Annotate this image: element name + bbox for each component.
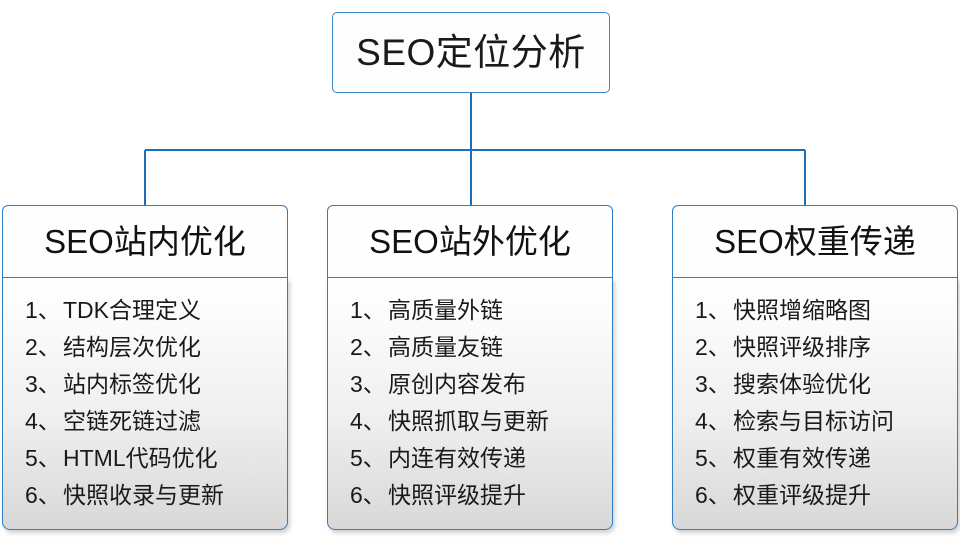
- list-item-label: 快照收录与更新: [63, 482, 224, 508]
- list-item: 4、 空链死链过滤: [25, 403, 287, 440]
- list-item-label: HTML代码优化: [63, 445, 218, 471]
- list-item: 5、 权重有效传递: [695, 440, 957, 477]
- list-item-label: 高质量外链: [388, 297, 503, 323]
- list-item: 5、 HTML代码优化: [25, 440, 287, 477]
- branch-header-label: SEO权重传递: [714, 223, 916, 260]
- list-item-label: 快照抓取与更新: [388, 408, 549, 434]
- list-item-label: 权重有效传递: [733, 445, 871, 471]
- list-item-label: 检索与目标访问: [733, 408, 894, 434]
- root-node: SEO定位分析: [332, 12, 610, 93]
- list-item-index: 4、: [695, 408, 731, 434]
- list-item-index: 1、: [350, 297, 386, 323]
- branch-header-on-site: SEO站内优化: [2, 205, 288, 278]
- root-node-label: SEO定位分析: [356, 32, 586, 73]
- list-item-index: 3、: [695, 371, 731, 397]
- list-item-label: 搜索体验优化: [733, 371, 871, 397]
- list-item-index: 6、: [25, 482, 61, 508]
- item-list-weight-transfer: 1、 快照增缩略图 2、 快照评级排序 3、 搜索体验优化 4、 检索与目标访问…: [673, 292, 957, 514]
- branch-on-site: SEO站内优化 1、 TDK合理定义 2、 结构层次优化 3、 站内标签优化 4…: [2, 205, 288, 530]
- list-item: 3、 搜索体验优化: [695, 366, 957, 403]
- list-item: 5、 内连有效传递: [350, 440, 612, 477]
- list-item: 6、 快照评级提升: [350, 477, 612, 514]
- list-item: 4、 快照抓取与更新: [350, 403, 612, 440]
- list-item-index: 5、: [695, 445, 731, 471]
- list-item-label: 权重评级提升: [733, 482, 871, 508]
- list-item: 4、 检索与目标访问: [695, 403, 957, 440]
- list-item-index: 3、: [25, 371, 61, 397]
- branch-body-weight-transfer: 1、 快照增缩略图 2、 快照评级排序 3、 搜索体验优化 4、 检索与目标访问…: [672, 278, 958, 530]
- list-item-label: 站内标签优化: [63, 371, 201, 397]
- list-item-label: TDK合理定义: [63, 297, 201, 323]
- list-item-index: 6、: [350, 482, 386, 508]
- branch-header-off-site: SEO站外优化: [327, 205, 613, 278]
- list-item-index: 6、: [695, 482, 731, 508]
- item-list-off-site: 1、 高质量外链 2、 高质量友链 3、 原创内容发布 4、 快照抓取与更新 5…: [328, 292, 612, 514]
- branch-header-label: SEO站内优化: [44, 223, 246, 260]
- list-item-index: 5、: [350, 445, 386, 471]
- list-item: 3、 站内标签优化: [25, 366, 287, 403]
- list-item-index: 5、: [25, 445, 61, 471]
- list-item-label: 结构层次优化: [63, 334, 201, 360]
- list-item-label: 快照增缩略图: [733, 297, 871, 323]
- list-item-index: 2、: [350, 334, 386, 360]
- list-item-index: 4、: [350, 408, 386, 434]
- list-item: 6、 权重评级提升: [695, 477, 957, 514]
- list-item-label: 空链死链过滤: [63, 408, 201, 434]
- list-item-label: 原创内容发布: [388, 371, 526, 397]
- list-item-label: 高质量友链: [388, 334, 503, 360]
- list-item: 6、 快照收录与更新: [25, 477, 287, 514]
- branch-body-on-site: 1、 TDK合理定义 2、 结构层次优化 3、 站内标签优化 4、 空链死链过滤…: [2, 278, 288, 530]
- list-item-index: 3、: [350, 371, 386, 397]
- list-item: 2、 快照评级排序: [695, 329, 957, 366]
- list-item: 2、 结构层次优化: [25, 329, 287, 366]
- branch-header-label: SEO站外优化: [369, 223, 571, 260]
- list-item: 1、 高质量外链: [350, 292, 612, 329]
- item-list-on-site: 1、 TDK合理定义 2、 结构层次优化 3、 站内标签优化 4、 空链死链过滤…: [3, 292, 287, 514]
- list-item: 1、 快照增缩略图: [695, 292, 957, 329]
- branch-off-site: SEO站外优化 1、 高质量外链 2、 高质量友链 3、 原创内容发布 4、 快: [327, 205, 613, 530]
- list-item-label: 快照评级排序: [733, 334, 871, 360]
- list-item-index: 1、: [695, 297, 731, 323]
- branch-body-off-site: 1、 高质量外链 2、 高质量友链 3、 原创内容发布 4、 快照抓取与更新 5…: [327, 278, 613, 530]
- list-item: 2、 高质量友链: [350, 329, 612, 366]
- list-item-label: 内连有效传递: [388, 445, 526, 471]
- list-item-index: 4、: [25, 408, 61, 434]
- list-item: 3、 原创内容发布: [350, 366, 612, 403]
- list-item-index: 2、: [25, 334, 61, 360]
- branch-header-weight-transfer: SEO权重传递: [672, 205, 958, 278]
- list-item-index: 2、: [695, 334, 731, 360]
- branch-weight-transfer: SEO权重传递 1、 快照增缩略图 2、 快照评级排序 3、 搜索体验优化 4、: [672, 205, 958, 530]
- list-item-label: 快照评级提升: [388, 482, 526, 508]
- list-item-index: 1、: [25, 297, 61, 323]
- list-item: 1、 TDK合理定义: [25, 292, 287, 329]
